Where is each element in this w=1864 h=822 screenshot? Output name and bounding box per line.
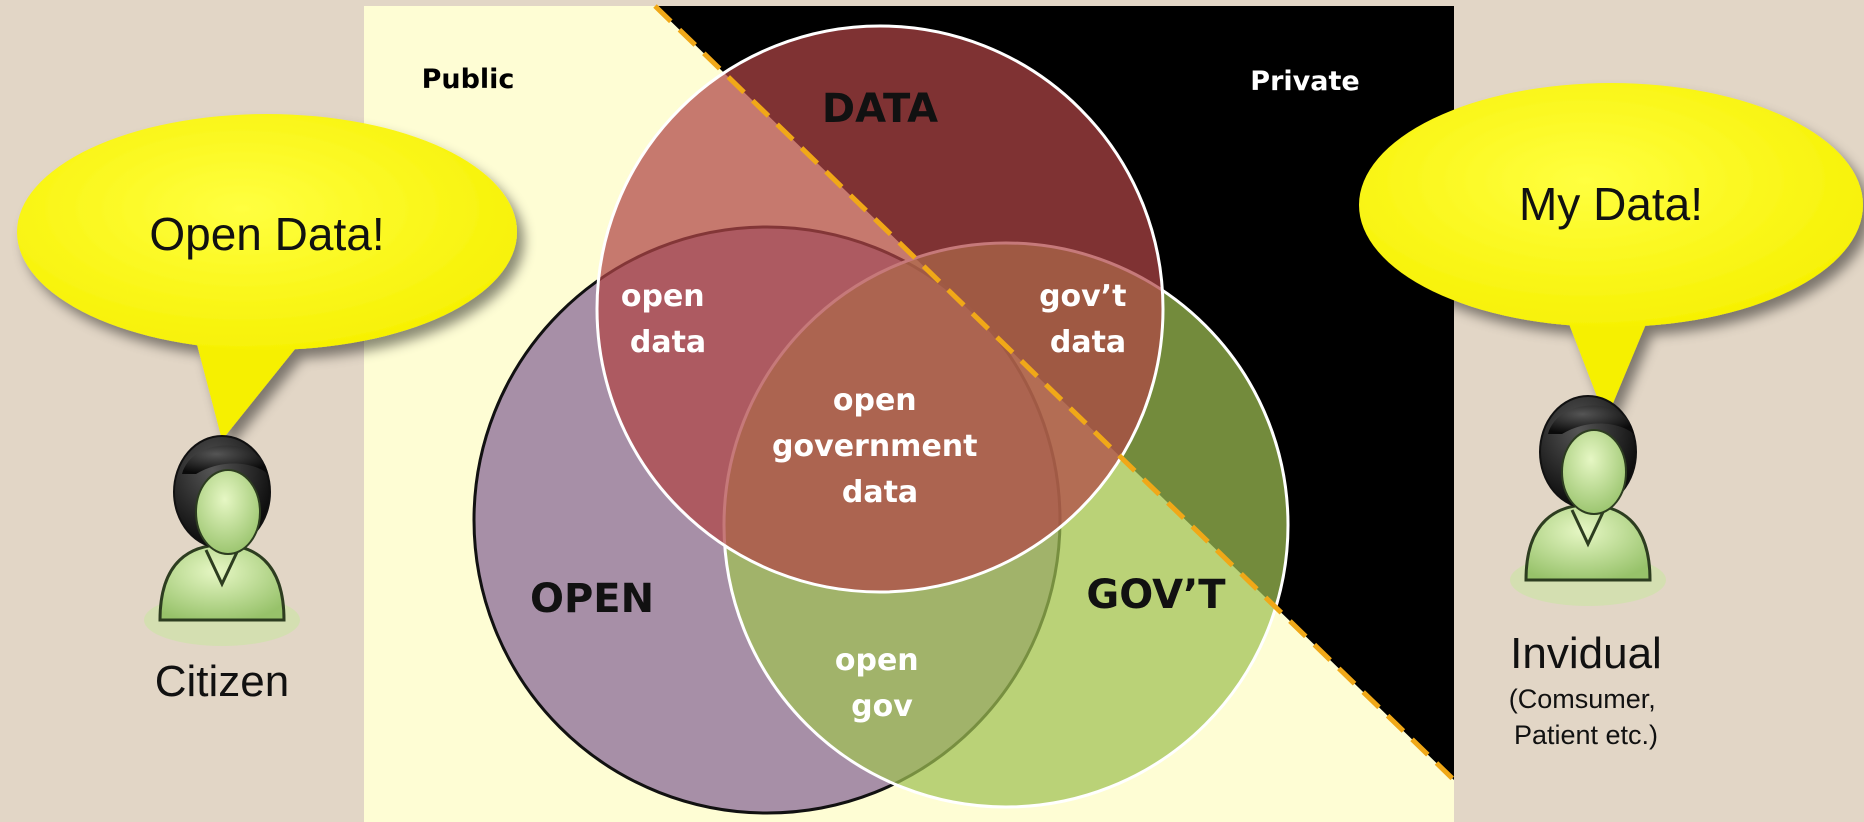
open-set-label: OPEN: [530, 576, 654, 622]
private-label: Private: [1250, 66, 1359, 97]
public-private-divider: [653, 4, 1456, 782]
open-government-data-label: open government data: [772, 383, 988, 510]
right-bubble-text: My Data!: [1519, 178, 1703, 230]
left-speech-bubble: [17, 114, 517, 440]
individual-user-icon: [1510, 395, 1666, 606]
data-circle: [595, 24, 1165, 594]
citizen-label: Citizen: [155, 657, 290, 706]
individual-label: Invidual: [1510, 629, 1662, 678]
citizen-user-icon: [144, 435, 300, 646]
govt-data-label: gov’t data: [1039, 279, 1137, 360]
public-label: Public: [422, 64, 515, 95]
govt-set-label: GOV’T: [1086, 572, 1226, 618]
individual-sublabel: (Comsumer, Patient etc.): [1509, 684, 1664, 750]
right-speech-bubble: [1359, 83, 1863, 420]
venn-diagram: [472, 24, 1290, 815]
open-gov-label: open gov: [835, 643, 929, 724]
open-data-label: open data: [621, 279, 715, 360]
data-set-label: DATA: [822, 86, 938, 132]
left-bubble-text: Open Data!: [149, 208, 384, 260]
